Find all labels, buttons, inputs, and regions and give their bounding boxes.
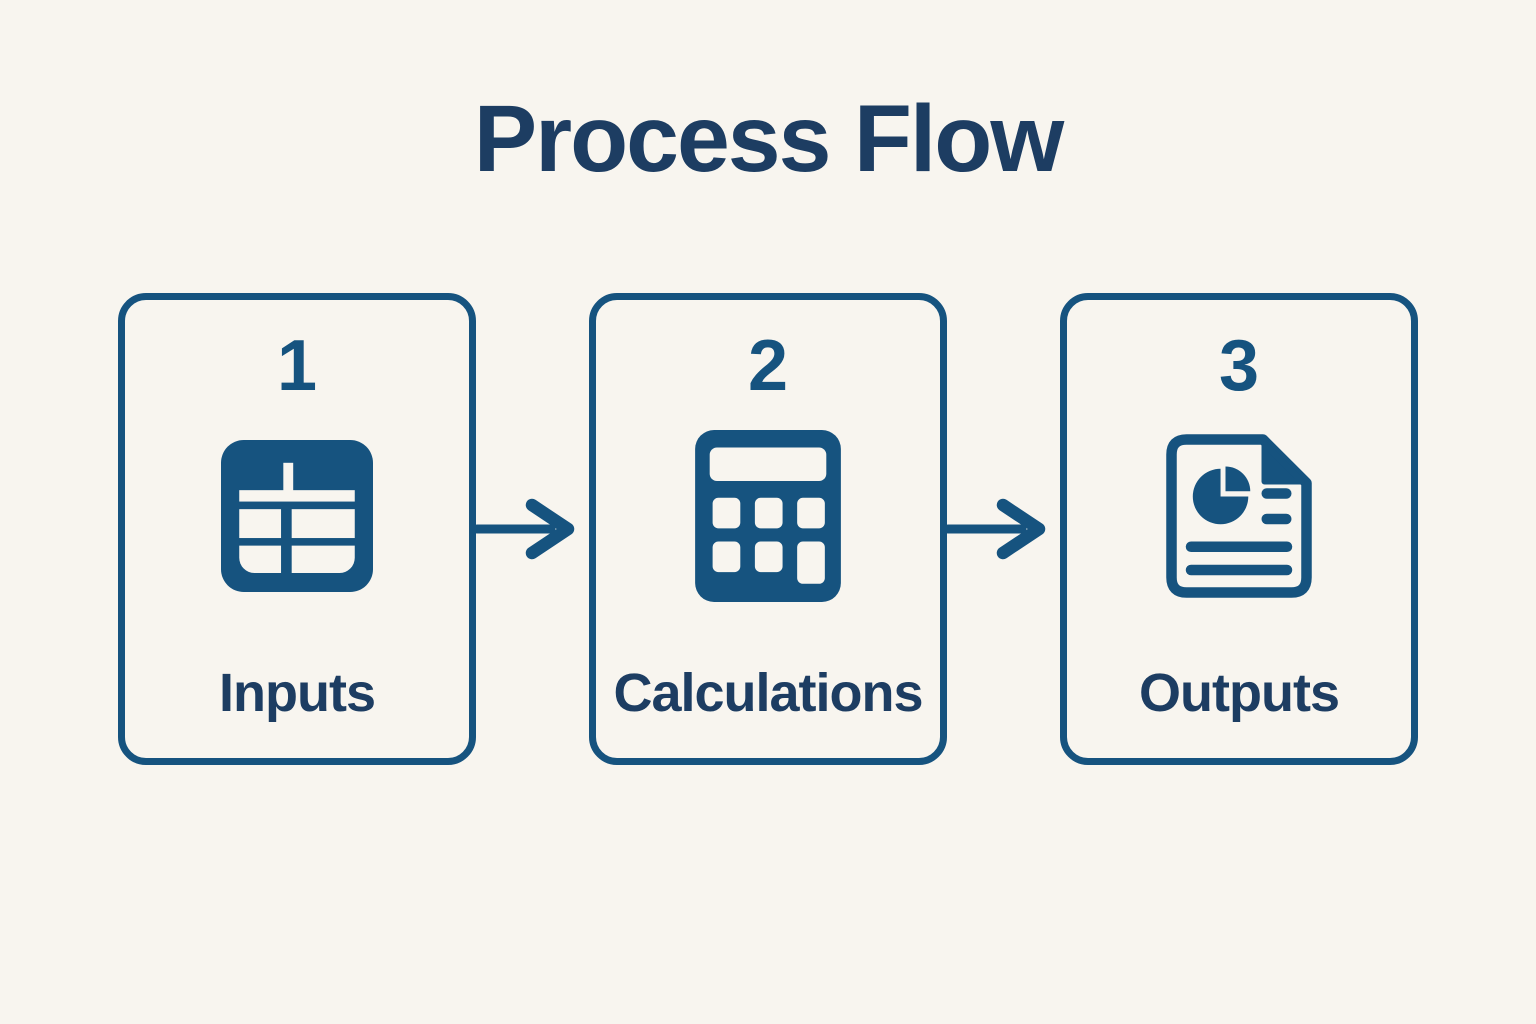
step-box-outputs: 3 Outputs bbox=[1060, 293, 1418, 765]
step-box-inputs: 1 Inputs bbox=[118, 293, 476, 765]
arrow-right-icon bbox=[476, 498, 575, 560]
step-label-calculations: Calculations bbox=[613, 663, 923, 723]
step-number-1: 1 bbox=[276, 326, 318, 406]
step-number-2: 2 bbox=[747, 326, 789, 406]
step-number-3: 3 bbox=[1218, 326, 1260, 406]
step-box-calculations: 2 Calculations bbox=[589, 293, 947, 765]
table-icon bbox=[221, 430, 373, 602]
process-flow-diagram: 1 Inputs 2 bbox=[0, 293, 1536, 765]
page-title: Process Flow bbox=[473, 86, 1064, 192]
step-label-inputs: Inputs bbox=[219, 663, 376, 723]
arrow-right-icon bbox=[947, 498, 1046, 560]
report-icon bbox=[1164, 430, 1314, 602]
step-label-outputs: Outputs bbox=[1139, 663, 1340, 723]
calculator-icon bbox=[695, 430, 841, 602]
